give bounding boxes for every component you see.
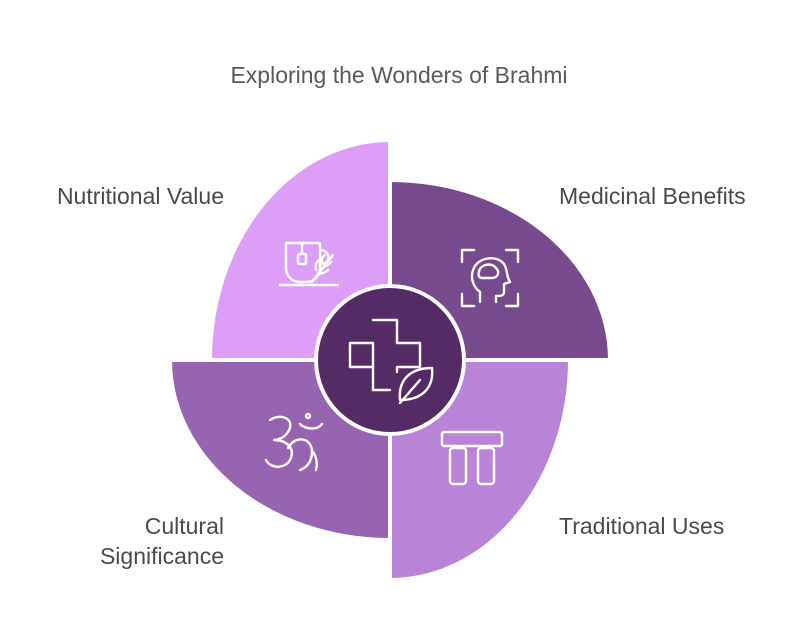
label-medicinal-benefits: Medicinal Benefits xyxy=(559,183,746,209)
diagram-title: Exploring the Wonders of Brahmi xyxy=(230,62,568,88)
om-symbol-icon xyxy=(264,412,324,472)
stone-pillars-icon xyxy=(440,430,504,486)
medical-cross-leaf-icon xyxy=(348,318,434,405)
label-nutritional-value: Nutritional Value xyxy=(56,183,224,209)
label-traditional-uses: Traditional Uses xyxy=(559,513,725,539)
center-circle xyxy=(314,284,466,436)
tea-cup-herb-icon xyxy=(278,241,340,287)
head-brain-scan-icon xyxy=(460,248,520,308)
